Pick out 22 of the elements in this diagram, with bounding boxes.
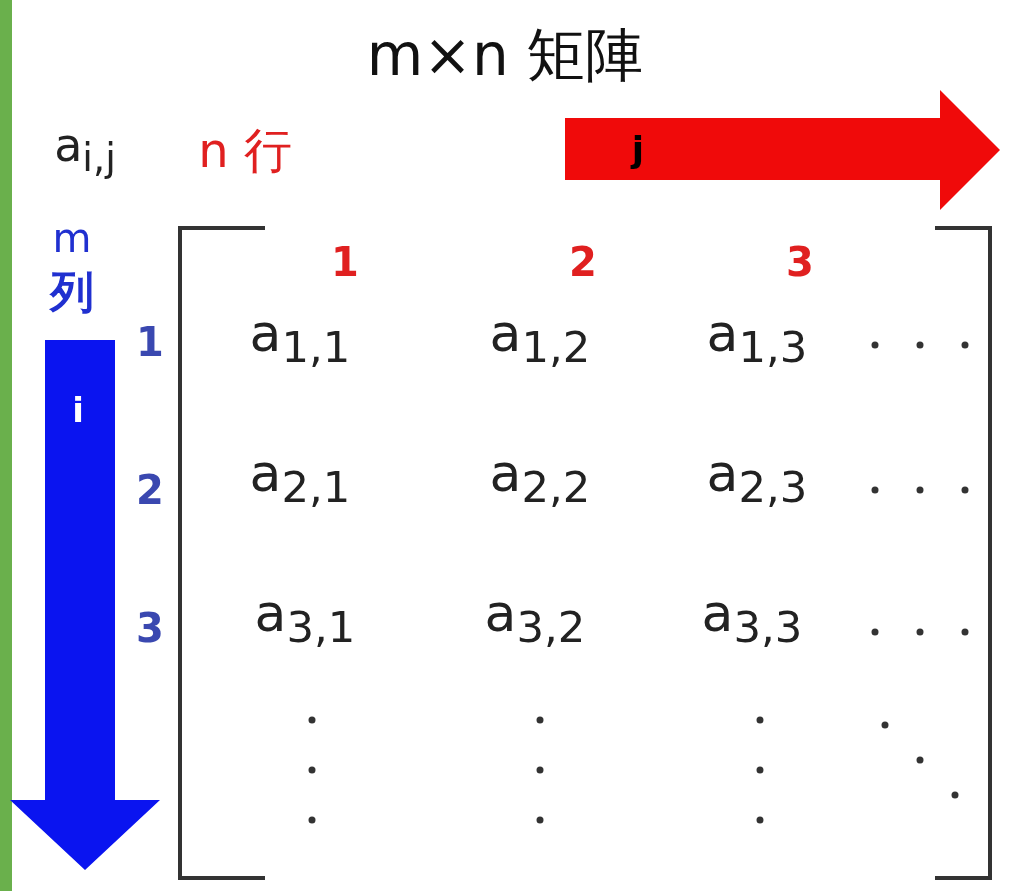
matrix-element-label: a$_{i,j}$ [54,122,116,178]
column-number: 1 [331,242,359,282]
arrow-label: i [72,393,84,427]
matrix-entry: a$_{1,1}$ [249,306,351,370]
matrix-entry: a$_{3,1}$ [254,586,356,650]
matrix-entry: a$_{2,2}$ [489,446,591,510]
row-number: 1 [136,322,164,362]
row-count-label: m [52,218,92,258]
column-count-label: n 行 [198,126,292,174]
matrix-entry: a$_{3,2}$ [484,586,586,650]
arrow-label: j [631,132,645,168]
matrix-entry: a$_{1,3}$ [706,306,808,370]
matrix-entry: a$_{3,3}$ [701,586,803,650]
row-count-label: 列 [50,270,94,314]
column-number: 2 [569,242,597,282]
row-number: 2 [136,470,164,510]
matrix-entry: a$_{2,1}$ [249,446,351,510]
matrix-entry: a$_{2,3}$ [706,446,808,510]
column-number: 3 [786,242,814,282]
title: m×n 矩陣 [366,26,644,84]
matrix-entry: a$_{1,2}$ [489,306,591,370]
row-number: 3 [136,608,164,648]
